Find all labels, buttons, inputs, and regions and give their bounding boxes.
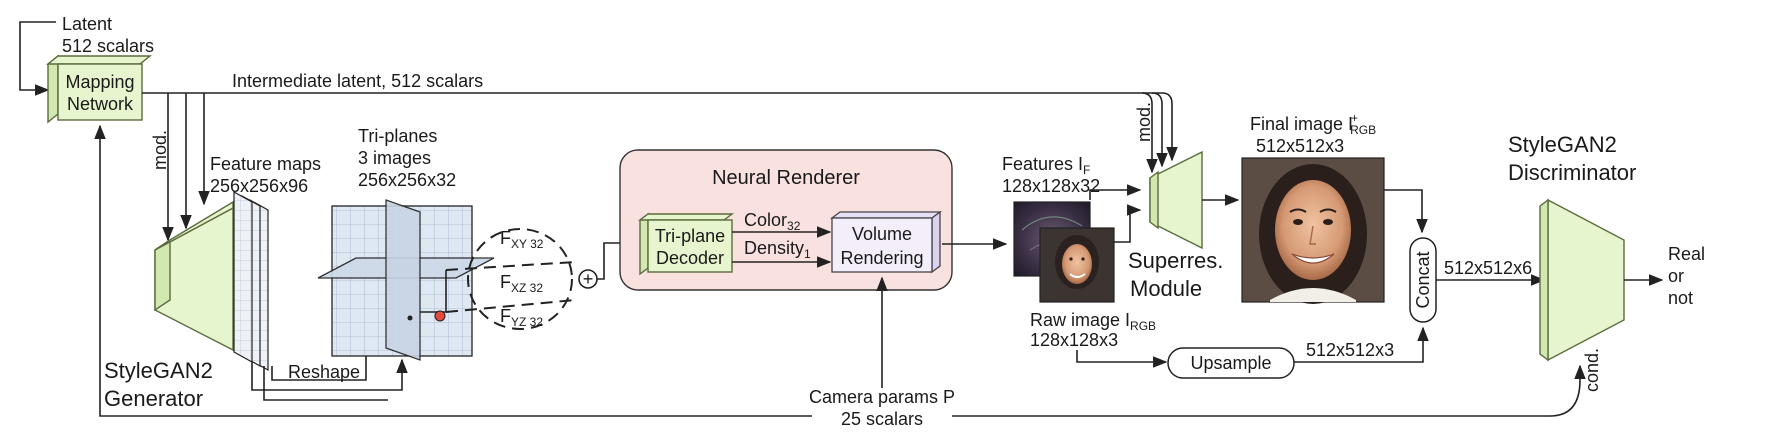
triplanes-label-line1: Tri-planes — [358, 126, 437, 146]
volume-label-line1: Volume — [852, 224, 912, 244]
upsample-to-concat-arrow — [1294, 326, 1429, 363]
reshape-arrow-1 — [251, 358, 408, 391]
concat-output-size: 512x512x6 — [1444, 258, 1532, 278]
upsample-block — [1167, 347, 1295, 379]
sum-symbol: + — [583, 269, 594, 289]
raw-to-upsample-arrow — [1076, 350, 1168, 368]
triplanes-block — [317, 199, 495, 361]
feature-maps-label-line1: Feature maps — [210, 154, 321, 174]
decoder-label-line2: Decoder — [656, 248, 724, 268]
final-image-size: 512x512x3 — [1256, 136, 1344, 156]
cond-label: cond. — [1582, 348, 1602, 392]
fxz-label: FXZ 32 — [500, 272, 543, 295]
discriminator-label-line2: Discriminator — [1508, 160, 1636, 185]
features-to-superres-arrow — [1089, 184, 1142, 200]
latent-label-line2: 512 scalars — [62, 36, 154, 56]
color-label: Color32 — [744, 210, 801, 233]
latent-label-line1: Latent — [62, 14, 112, 34]
raw-to-superres-arrow — [1114, 204, 1142, 243]
output-label-line2: or — [1668, 266, 1684, 286]
mapping-network-label-line2: Network — [67, 94, 134, 114]
discriminator-block — [1539, 198, 1625, 362]
stylegan2-generator-block — [154, 200, 234, 352]
concat-label: Concat — [1413, 251, 1433, 308]
volume-label-line2: Rendering — [840, 248, 923, 268]
mod-label-superres: mod. — [1134, 102, 1154, 142]
triplanes-label-line2: 3 images — [358, 148, 431, 168]
feature-sample-ellipse — [467, 228, 573, 330]
raw-image-label: Raw image IRGB — [1030, 310, 1156, 333]
mod-arrow-superres-2 — [1151, 92, 1168, 168]
latent-input-arrow — [19, 21, 56, 96]
reshape-line-2 — [263, 366, 388, 401]
mapping-network-block: Mapping Network — [46, 54, 152, 124]
mapping-network-label-line1: Mapping — [65, 72, 134, 92]
final-image-rgb — [1241, 157, 1385, 304]
raw-image-size: 128x128x3 — [1030, 330, 1118, 350]
features-if-label: Features IF — [1002, 154, 1090, 177]
output-label-line1: Real — [1668, 244, 1705, 264]
decoder-label-line1: Tri-plane — [655, 226, 725, 246]
fxy-label: FXY 32 — [500, 228, 544, 251]
generator-label-line2: Generator — [104, 386, 203, 411]
intermediate-latent-label: Intermediate latent, 512 scalars — [232, 71, 483, 91]
superres-label-line1: Superres. — [1128, 248, 1223, 273]
mod-arrow-superres-1 — [1161, 92, 1178, 162]
camera-label-line1: Camera params P — [809, 387, 955, 407]
mod-arrow-superres-3 — [1141, 92, 1158, 174]
camera-to-mapping-arrow — [94, 124, 812, 417]
output-label-line3: not — [1668, 288, 1693, 308]
camera-label-line2: 25 scalars — [841, 409, 923, 429]
superres-module-block — [1149, 150, 1203, 250]
triplanes-label-line3: 256x256x32 — [358, 170, 456, 190]
neural-renderer-title: Neural Renderer — [712, 167, 860, 189]
superres-label-line2: Module — [1130, 276, 1202, 301]
feature-maps-label-line2: 256x256x96 — [210, 176, 308, 196]
final-image-label: Final image I+RGB — [1250, 111, 1376, 137]
upsample-output-size: 512x512x3 — [1306, 340, 1394, 360]
final-to-concat-arrow — [1384, 189, 1428, 234]
mod-label-generator: mod. — [150, 130, 170, 170]
feature-maps-stack — [233, 190, 269, 372]
fyz-label: FYZ 32 — [500, 306, 543, 329]
camera-to-discriminator-arrow — [952, 364, 1586, 417]
raw-image-rgb — [1039, 227, 1115, 303]
generator-label-line1: StyleGAN2 — [104, 358, 213, 383]
volume-rendering-block: Volume Rendering — [830, 210, 942, 274]
features-if-size: 128x128x32 — [1002, 176, 1100, 196]
reshape-label: Reshape — [288, 362, 360, 382]
density-label: Density1 — [744, 238, 811, 261]
discriminator-label-line1: StyleGAN2 — [1508, 132, 1617, 157]
upsample-label: Upsample — [1190, 353, 1271, 373]
triplane-decoder-block: Tri-plane Decoder — [637, 212, 735, 276]
